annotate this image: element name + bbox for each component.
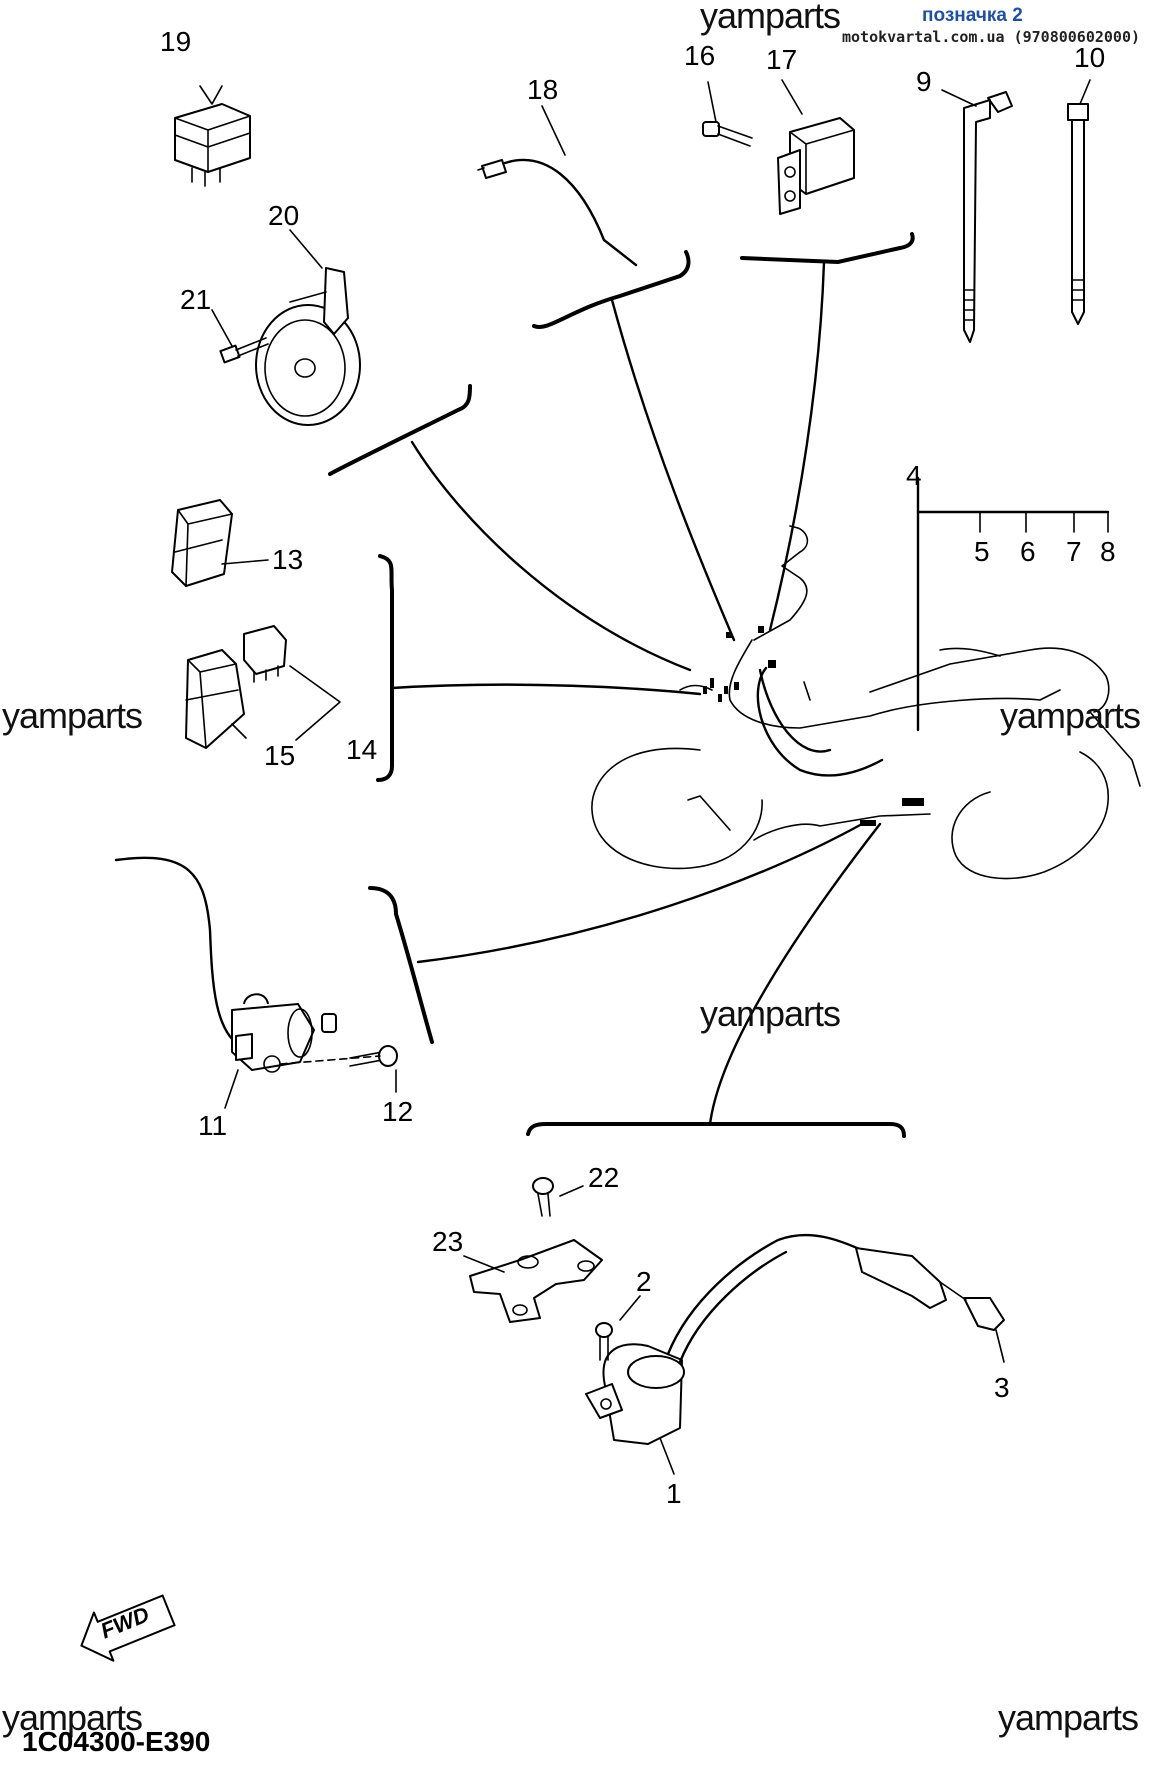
unit-17	[777, 117, 855, 215]
callout-10: 10	[1074, 42, 1106, 73]
bolt-16	[702, 121, 753, 147]
watermark-right: yamparts	[1000, 695, 1141, 736]
callout-6: 6	[1020, 536, 1036, 567]
bolt-12	[349, 1045, 398, 1067]
coil-1	[585, 1343, 685, 1445]
callout-17: 17	[766, 44, 798, 75]
callout-8: 8	[1100, 536, 1116, 567]
callout-14: 14	[346, 734, 378, 765]
lead-18	[477, 158, 638, 267]
leader-lines	[199, 79, 1110, 1475]
callout-12: 12	[382, 1096, 414, 1127]
bolt-22	[532, 1177, 554, 1217]
callout-22: 22	[588, 1162, 620, 1193]
diagram-code: 1C04300-E390	[22, 1726, 211, 1757]
callout-18: 18	[527, 74, 559, 105]
callout-3: 3	[994, 1372, 1010, 1403]
relay-19	[174, 103, 251, 187]
watermark-top: yamparts	[700, 0, 841, 36]
cable-tie-9	[963, 91, 1013, 343]
designation-badge: позначка 2	[922, 5, 1023, 26]
callout-19: 19	[160, 26, 192, 57]
bolt-2	[595, 1322, 613, 1361]
callout-7: 7	[1066, 536, 1082, 567]
callout-21: 21	[180, 284, 212, 315]
callout-13: 13	[272, 544, 304, 575]
callout-4: 4	[906, 460, 922, 491]
horn-20	[255, 267, 361, 426]
callout-1: 1	[666, 1478, 682, 1509]
plug-cap-3	[666, 1233, 1005, 1364]
watermark-left: yamparts	[2, 695, 143, 736]
connector-13	[171, 499, 233, 587]
site-caption: motokvartal.com.ua (970800602000)	[842, 28, 1141, 46]
callout-23: 23	[432, 1226, 464, 1257]
connector-15	[185, 649, 245, 749]
callout-5: 5	[974, 536, 990, 567]
bolt-21	[219, 337, 269, 364]
bracket-23	[469, 1239, 603, 1323]
motorcycle-outline	[591, 525, 1141, 880]
watermark-bottom-left: yamparts	[2, 1697, 143, 1738]
callout-16: 16	[684, 40, 716, 71]
callout-9: 9	[916, 66, 932, 97]
callout-2: 2	[636, 1266, 652, 1297]
relay-14	[243, 625, 287, 683]
watermark-center: yamparts	[700, 993, 841, 1034]
sensor-11	[114, 856, 337, 1073]
watermark-bottom-right: yamparts	[998, 1697, 1139, 1738]
callout-11: 11	[198, 1110, 228, 1141]
fwd-arrow-icon	[80, 1594, 176, 1662]
callout-20: 20	[268, 200, 300, 231]
cable-tie-10	[1067, 103, 1089, 325]
callout-15: 15	[264, 740, 296, 771]
